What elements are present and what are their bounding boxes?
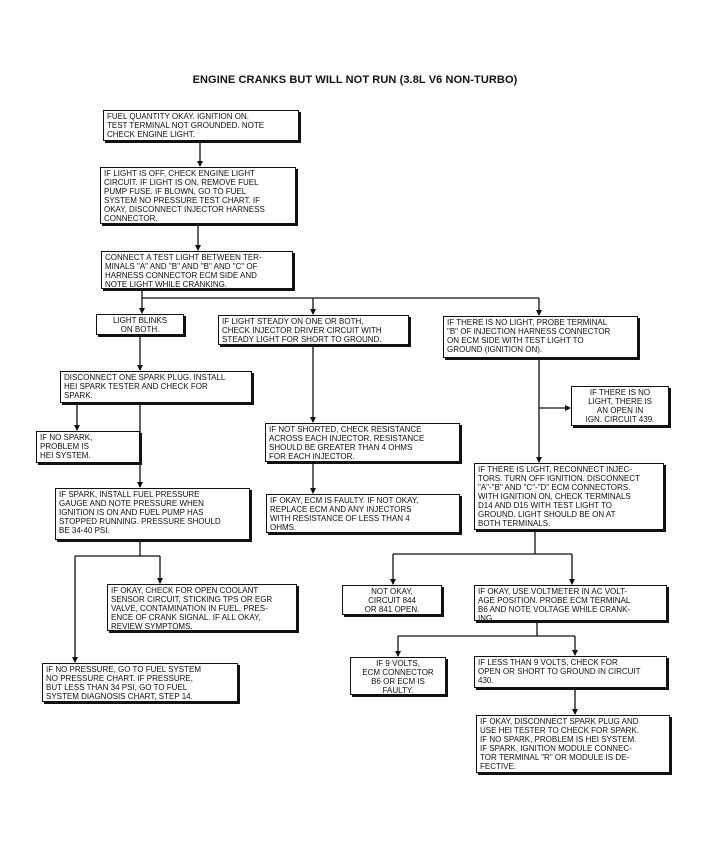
step-circuit-open: NOT OKAY, CIRCUIT 844 OR 841 OPEN. — [342, 585, 442, 615]
step-no-light-probe: IF THERE IS NO LIGHT, PROBE TERMINAL "B"… — [443, 316, 638, 358]
step-fuel-quantity-okay: FUEL QUANTITY OKAY. IGNITION ON. TEST TE… — [103, 110, 299, 141]
step-ecm-faulty: IF OKAY, ECM IS FAULTY. IF NOT OKAY, REP… — [266, 494, 460, 533]
step-reconnect-injectors: IF THERE IS LIGHT, RECONNECT INJEC- TORS… — [474, 463, 664, 530]
step-disconnect-spark-plug: DISCONNECT ONE SPARK PLUG. INSTALL HEI S… — [60, 371, 252, 403]
step-no-pressure: IF NO PRESSURE, GO TO FUEL SYSTEM NO PRE… — [42, 663, 238, 702]
chart-title: ENGINE CRANKS BUT WILL NOT RUN (3.8L V6 … — [192, 74, 518, 86]
step-check-injector-resistance: IF NOT SHORTED, CHECK RESISTANCE ACROSS … — [265, 423, 460, 462]
step-no-spark-hei: IF NO SPARK, PROBLEM IS HEI SYSTEM. — [36, 431, 140, 463]
step-check-coolant-sensor: IF OKAY, CHECK FOR OPEN COOLANT SENSOR C… — [107, 584, 297, 631]
step-ecm-connector-faulty: IF 9 VOLTS, ECM CONNECTOR B6 OR ECM IS F… — [350, 657, 446, 695]
step-light-blinks: LIGHT BLINKS ON BOTH. — [96, 314, 184, 335]
step-install-fuel-gauge: IF SPARK, INSTALL FUEL PRESSURE GAUGE AN… — [55, 488, 250, 540]
step-light-steady: IF LIGHT STEADY ON ONE OR BOTH, CHECK IN… — [218, 315, 409, 345]
step-check-engine-light: IF LIGHT IS OFF, CHECK ENGINE LIGHT CIRC… — [100, 167, 296, 224]
step-connect-test-light: CONNECT A TEST LIGHT BETWEEN TER- MINALS… — [101, 251, 293, 289]
step-use-voltmeter: IF OKAY, USE VOLTMETER IN AC VOLT- AGE P… — [474, 585, 667, 621]
step-check-spark-hei: IF OKAY, DISCONNECT SPARK PLUG AND USE H… — [476, 715, 670, 773]
step-open-ign-circuit: IF THERE IS NO LIGHT, THERE IS AN OPEN I… — [571, 386, 669, 426]
step-less-than-9-volts: IF LESS THAN 9 VOLTS, CHECK FOR OPEN OR … — [474, 656, 667, 688]
